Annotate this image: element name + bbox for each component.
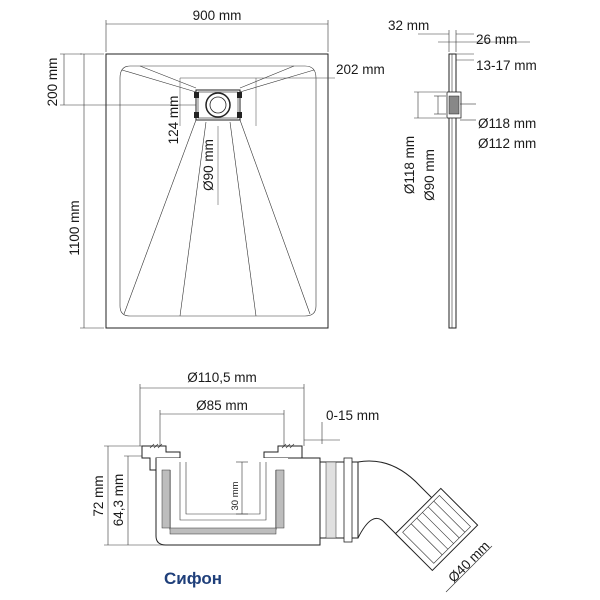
siphon-adjust-label: 0-15 mm bbox=[326, 408, 379, 423]
siphon-outer-diameter-label: Ø110,5 mm bbox=[187, 370, 257, 385]
drain-offset-label: 200 mm bbox=[45, 58, 60, 107]
profile-vertical-90-label: Ø90 mm bbox=[422, 149, 437, 201]
siphon-water-seal-label: 30 mm bbox=[230, 481, 241, 510]
profile-outer-diameter-label: Ø118 mm bbox=[478, 116, 536, 131]
siphon-height-label: 72 mm bbox=[91, 475, 106, 516]
tray-side-profile: 32 mm 26 mm 13-17 mm Ø118 mm Ø112 mm Ø11… bbox=[388, 18, 537, 328]
drain-fitting bbox=[194, 90, 242, 120]
siphon-inner-diameter-label: Ø85 mm bbox=[196, 398, 248, 413]
tray-width-label: 900 mm bbox=[193, 8, 242, 23]
siphon-title: Сифон bbox=[164, 569, 222, 588]
tray-height-label: 1100 mm bbox=[67, 200, 82, 255]
profile-rim-label: 26 mm bbox=[476, 32, 517, 47]
drain-inner-label: 124 mm bbox=[166, 96, 181, 145]
tray-top-view: 900 mm 1100 mm 200 mm 202 mm 124 mm Ø90 … bbox=[45, 8, 385, 328]
siphon-drawing: Ø110,5 mm Ø85 mm 0-15 mm 72 mm 64,3 mm bbox=[91, 370, 492, 592]
profile-edge-label: 13-17 mm bbox=[476, 58, 537, 73]
siphon-height-inner-label: 64,3 mm bbox=[111, 474, 126, 527]
profile-thickness-label: 32 mm bbox=[388, 18, 429, 33]
drain-diameter-label: Ø90 mm bbox=[201, 139, 216, 191]
profile-inner-diameter-label: Ø112 mm bbox=[478, 136, 536, 151]
drain-box-label: 202 mm bbox=[336, 62, 385, 77]
profile-vertical-118-label: Ø118 mm bbox=[402, 136, 417, 194]
